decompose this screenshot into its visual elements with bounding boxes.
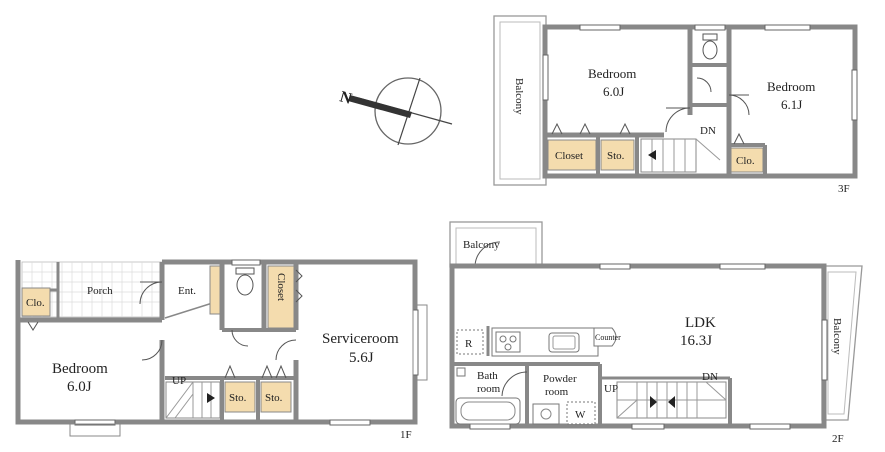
stair-down-2f-label: DN [702,371,718,383]
balcony-2f-top [449,221,543,268]
storage-b-1f-label: Sto. [265,392,283,404]
bathroom-label-1: Bath [477,370,498,382]
fridge [456,329,484,355]
stove-icon [495,331,521,353]
storage-b-1f [260,381,292,413]
stairs-3f [640,138,721,173]
closet-small-3f [730,147,764,173]
serviceroom-name: Serviceroom [322,331,399,347]
stair-up-1f-label: UP [172,375,186,387]
stairs-2f [616,381,727,419]
stair-down-3f-label: DN [700,125,716,137]
bedroom-a-3f-size: 6.0J [603,84,624,99]
bathtub-icon [455,397,521,425]
floor-2: Balcony Balcony [449,221,863,445]
bedroom-b-3f-name: Bedroom [767,79,815,94]
closet-1f-label: Closet [275,273,287,301]
stair-arrow-icon [648,150,656,160]
balcony-3f-label: Balcony [513,78,525,115]
compass: N [338,77,453,146]
closet-small-1f-label: Clo. [26,297,45,309]
bedroom-b-3f-size: 6.1J [781,97,802,112]
stair-arrow-icon [207,393,215,403]
floor-3-label: 3F [838,183,850,195]
counter-label: Counter [595,333,621,342]
toilet-icon [235,267,255,296]
balcony-3f [493,15,547,186]
storage-3f-label: Sto. [607,150,625,162]
stair-up-2f-label: UP [604,383,618,395]
floor-2-label: 2F [832,433,844,445]
storage-a-1f-label: Sto. [229,392,247,404]
bedroom-a-3f-name: Bedroom [588,66,636,81]
serviceroom-size: 5.6J [349,350,374,366]
closet-3f [547,139,597,171]
compass-icon [374,77,442,145]
washbasin-icon [532,403,560,425]
washer-label: W [575,409,586,421]
ldk-size: 16.3J [680,333,712,349]
closet-small-3f-label: Clo. [736,155,755,167]
powder-room-label-1: Powder [543,373,577,385]
fridge-label: R [465,338,473,350]
balcony-2f-right-label: Balcony [831,318,843,355]
bedroom-1f-name: Bedroom [52,361,108,377]
stairs-1f [165,381,221,419]
entrance-label: Ent. [178,285,196,297]
floor-3: Balcony [493,15,858,195]
storage-a-1f [224,381,256,413]
stair-arrow-icon [668,396,675,408]
closet-3f-label: Closet [555,150,583,162]
ldk-name: LDK [685,315,716,331]
floor-1-label: 1F [400,429,412,441]
closet-1f [267,265,295,329]
bedroom-1f-size: 6.0J [67,379,92,395]
powder-room-label-2: room [545,386,569,398]
balcony-2f-top-label: Balcony [463,239,500,251]
floor-1: Clo. Closet Sto. Sto. UP Porch Ent. Bedr… [15,259,428,441]
counter [593,327,617,347]
bathroom-label-2: room [477,383,501,395]
stair-arrow-icon [650,396,657,408]
closet-small-1f [21,287,51,317]
porch-label: Porch [87,285,113,297]
washer [566,401,596,425]
compass-north-label: N [338,88,354,108]
storage-3f [600,139,635,171]
sink-icon [548,332,580,353]
toilet-icon [702,33,718,60]
